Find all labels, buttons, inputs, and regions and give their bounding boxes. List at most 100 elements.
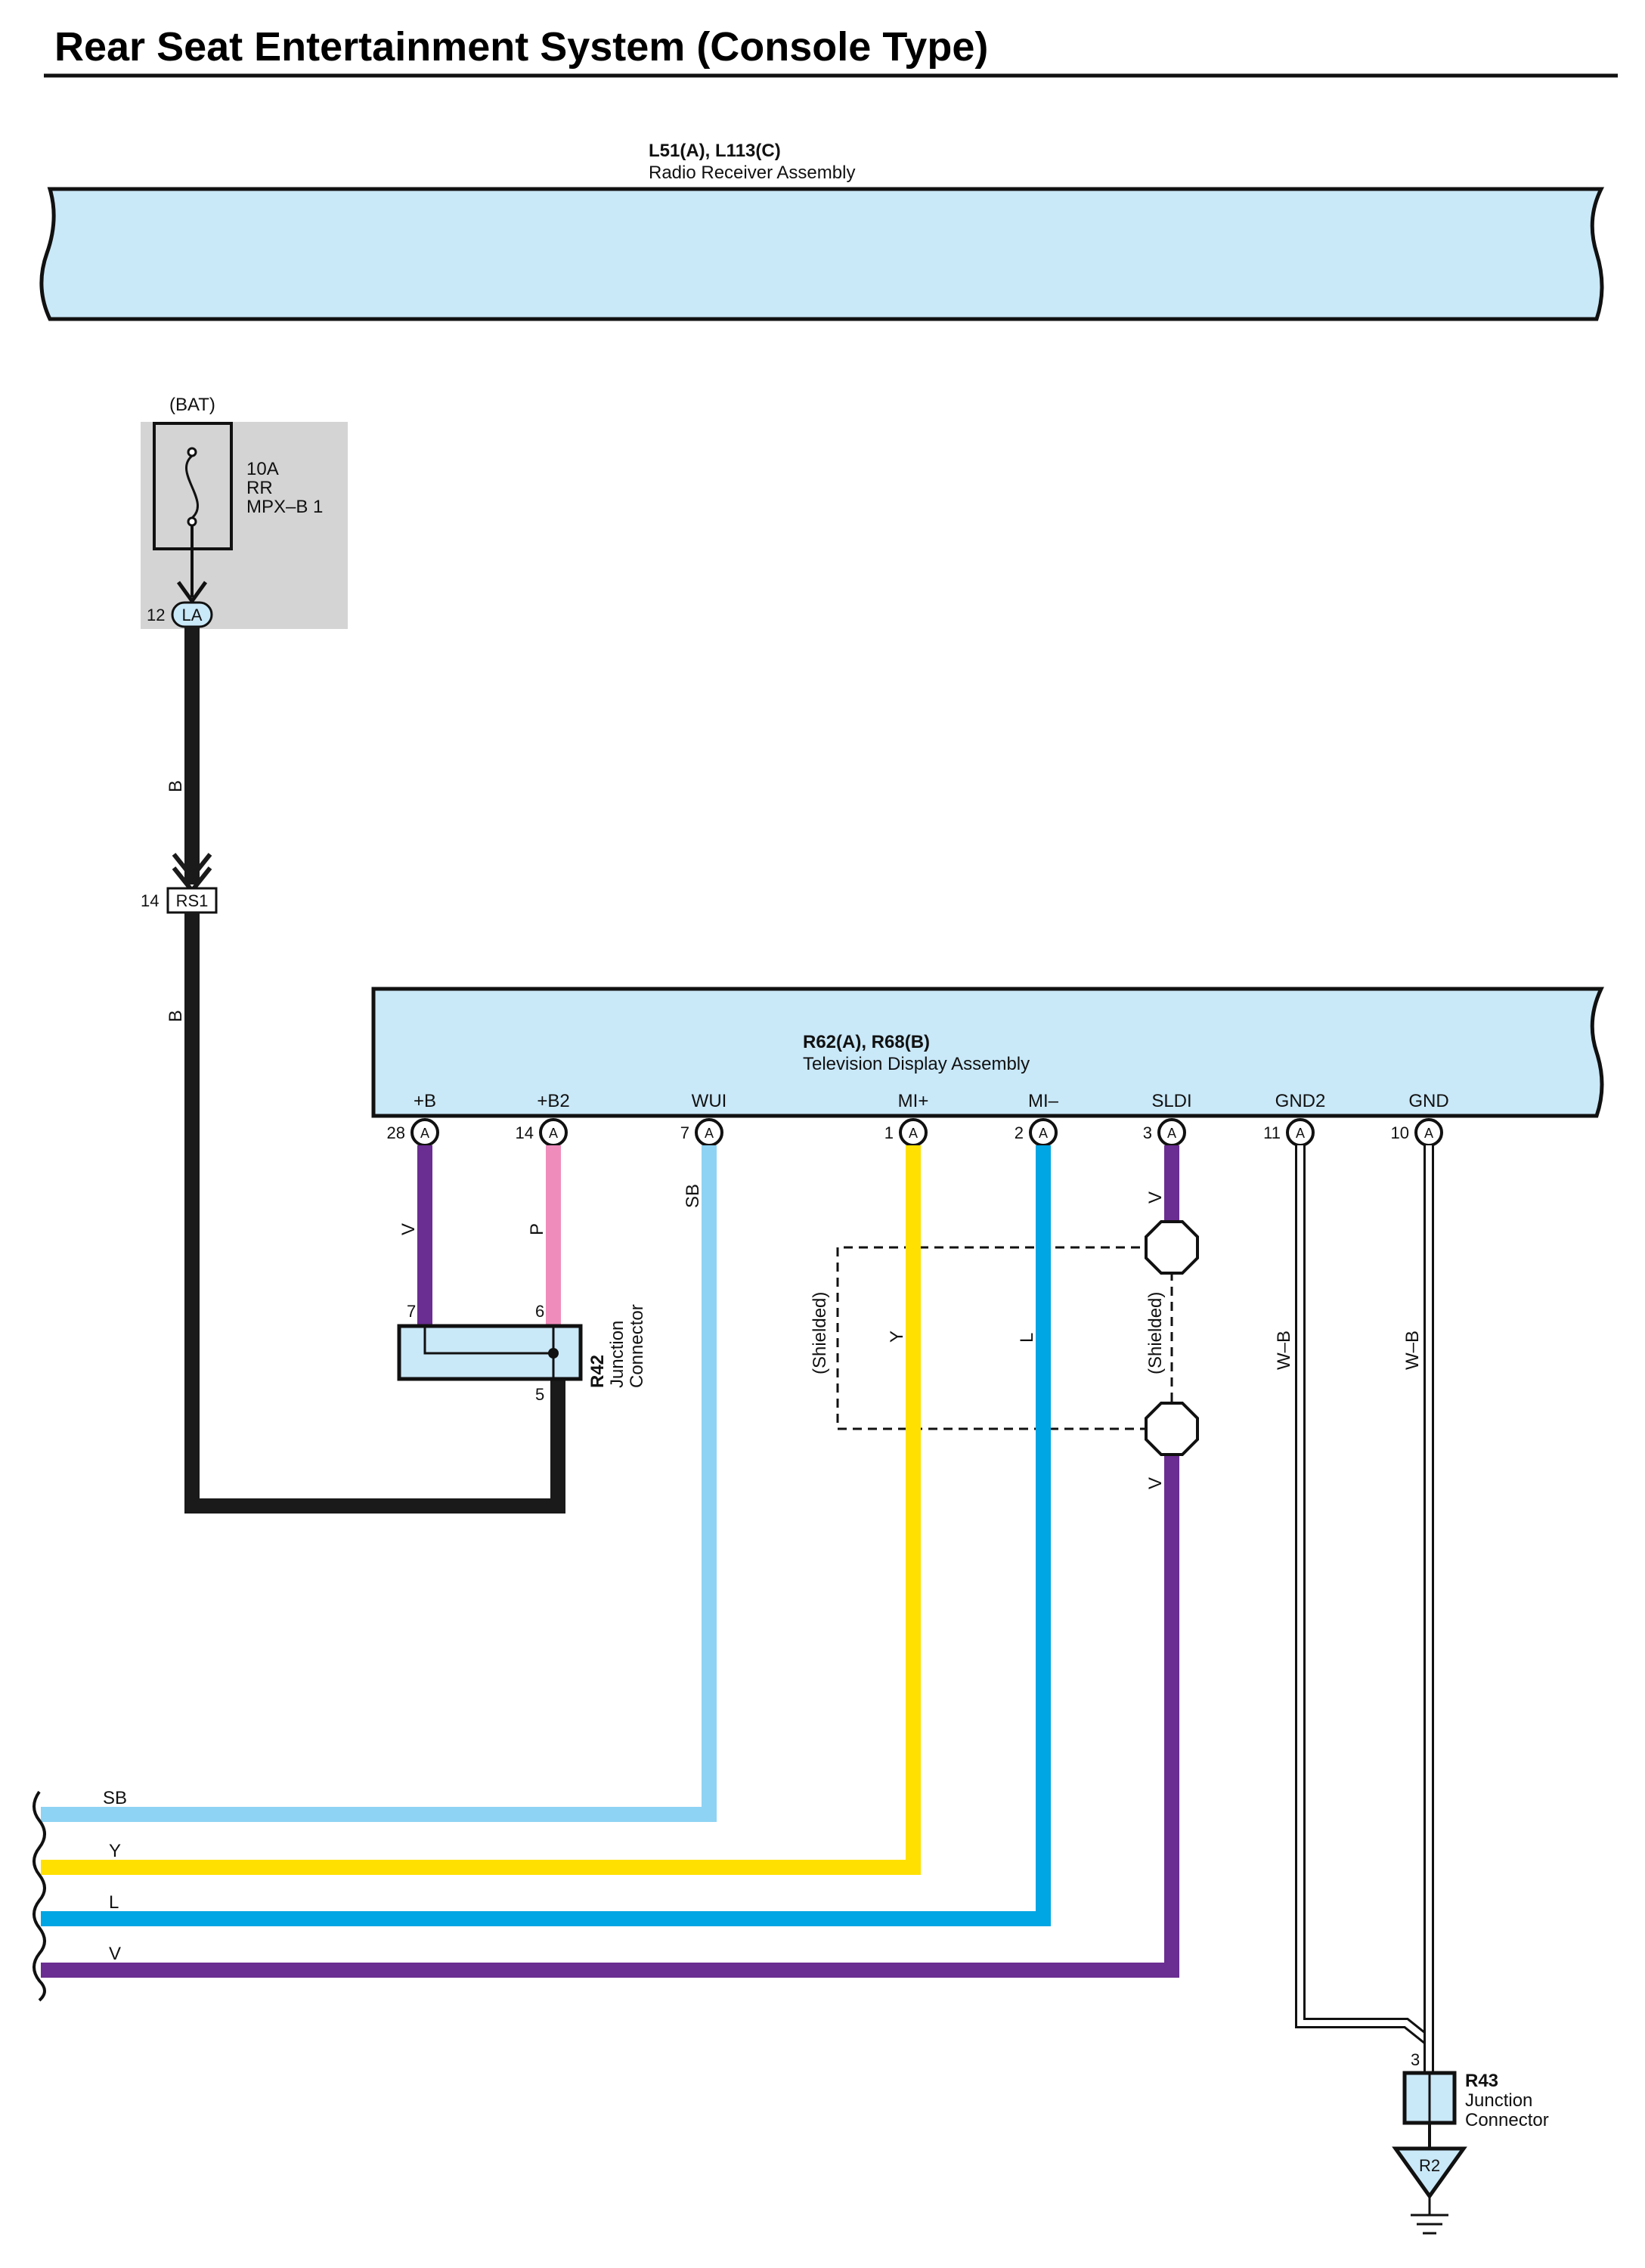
fuse-block: (BAT) 10A RR MPX–B 1 LA 12: [141, 395, 348, 629]
r42-internal-link-v: [423, 1326, 553, 1355]
television-display-assembly: R62(A), R68(B) Television Display Assemb…: [371, 987, 1604, 1118]
r42-code: R42: [587, 1355, 608, 1388]
fuse-arrow-icon: [176, 581, 208, 605]
shield-ground-octagon-top: [1145, 1220, 1199, 1275]
bottom-label-l: L: [109, 1892, 119, 1913]
wire-w-b-gnd2: [1297, 1145, 1431, 2044]
radio-receiver-assembly: L51(A), L113(C) Radio Receiver Assembly: [39, 141, 1605, 321]
wire-l-mi-minus: [41, 1145, 1051, 1926]
tv-code: R62(A), R68(B): [803, 1032, 930, 1052]
r43-junction-connector: 3 R43 Junction Connector: [1402, 2050, 1549, 2149]
terminal-pin-mi-plus: 1: [884, 1123, 894, 1142]
fuse-line2: RR: [246, 478, 273, 498]
radio-name: Radio Receiver Assembly: [649, 163, 855, 183]
fuse-terminal-top: [187, 447, 197, 457]
bottom-wire-labels: SB Y L V: [33, 1788, 127, 2002]
wire-y-mi-plus: [41, 1145, 921, 1875]
terminal-conn-gnd2: A: [1296, 1126, 1305, 1141]
terminal-label-sldi: SLDI: [1151, 1091, 1191, 1111]
wire-b-lower: [184, 912, 565, 1514]
wire-label-sb-wui: SB: [683, 1184, 703, 1208]
wire-label-y-mi: Y: [887, 1331, 907, 1343]
terminal-pin-gnd: 10: [1391, 1123, 1409, 1142]
r42-line2: Connector: [627, 1304, 647, 1388]
terminal-conn-mi-minus: A: [1039, 1126, 1048, 1141]
terminal-pin-gnd2: 11: [1263, 1123, 1281, 1142]
terminal-pin-sldi: 3: [1143, 1123, 1152, 1142]
tv-terminals: +B A 28 +B2 A 14 WUI A 7 MI+ A 1 MI– A 2…: [387, 1091, 1449, 1147]
bottom-label-sb: SB: [103, 1788, 127, 1808]
wire-label-l-mi: L: [1017, 1333, 1037, 1343]
shield-outline-left: [836, 1246, 1170, 1430]
terminal-conn-sldi: A: [1167, 1126, 1176, 1141]
wire-label-b-upper: B: [166, 780, 186, 792]
terminal-conn-gnd: A: [1424, 1126, 1433, 1141]
terminal-label-gnd2: GND2: [1275, 1091, 1326, 1111]
wire-w-b-gnd2-outline: [1295, 1145, 1433, 2046]
wire-b-battery: RS1 14 B B: [141, 627, 565, 1514]
page-title: Rear Seat Entertainment System (Console …: [54, 24, 988, 70]
r42-pin5: 5: [535, 1385, 544, 1404]
wire-sb-wui: [41, 1145, 717, 1822]
terminal-conn-b2: A: [549, 1126, 558, 1141]
terminal-pin-wui: 7: [680, 1123, 689, 1142]
wire-label-wb-gnd: W–B: [1402, 1331, 1423, 1370]
rs1-pin: 14: [141, 891, 159, 910]
wire-label-p-b2: P: [527, 1223, 547, 1235]
r42-pin6: 6: [535, 1302, 544, 1321]
wire-label-v-sldi-lower: V: [1145, 1477, 1166, 1489]
tv-connector-bar: [371, 987, 1604, 1118]
radio-connector-bar: [39, 187, 1605, 321]
shield-label-right: (Shielded): [1145, 1292, 1166, 1374]
r42-line1: Junction: [607, 1321, 627, 1388]
terminal-pin-b2: 14: [516, 1123, 534, 1142]
bottom-label-y: Y: [109, 1841, 121, 1861]
wire-label-v-sldi-upper: V: [1145, 1191, 1166, 1204]
terminal-conn-mi-plus: A: [909, 1126, 918, 1141]
r42-junction-connector: 7 6 5 R42 Junction Connector: [397, 1302, 647, 1404]
terminal-conn-b: A: [420, 1126, 429, 1141]
fuse-source: (BAT): [169, 395, 215, 415]
r43-pin: 3: [1411, 2050, 1420, 2069]
terminal-label-b: +B: [414, 1091, 436, 1111]
fuse-connector-label: LA: [182, 606, 203, 624]
r43-line1: Junction: [1465, 2090, 1532, 2111]
r42-pin7: 7: [407, 1302, 416, 1321]
r43-code: R43: [1465, 2071, 1498, 2091]
terminal-pin-mi-minus: 2: [1015, 1123, 1024, 1142]
fuse-box-background: [141, 422, 348, 629]
terminal-label-wui: WUI: [692, 1091, 727, 1111]
terminal-label-mi-minus: MI–: [1028, 1091, 1059, 1111]
tv-name: Television Display Assembly: [803, 1054, 1030, 1074]
terminal-label-mi-plus: MI+: [898, 1091, 929, 1111]
wire-label-b-lower: B: [166, 1010, 186, 1022]
wire-label-wb-gnd2: W–B: [1274, 1331, 1294, 1370]
shield-ground-octagon-bottom: [1145, 1402, 1199, 1456]
shield-group: (Shielded) (Shielded): [810, 1246, 1173, 1430]
wires-to-r42: V P: [398, 1145, 561, 1327]
wires-w-b: W–B W–B: [1274, 1145, 1434, 2073]
wire-v-sldi-lower: [41, 1455, 1179, 1978]
fuse-icon: [185, 454, 199, 519]
terminal-label-gnd: GND: [1408, 1091, 1448, 1111]
wire-break-icon: [33, 1790, 46, 2002]
bottom-label-v: V: [109, 1944, 121, 1964]
r43-line2: Connector: [1465, 2110, 1549, 2130]
ground-triangle-icon: [1392, 2146, 1467, 2200]
fuse-terminal-bottom: [187, 516, 197, 527]
terminal-pin-b: 28: [387, 1123, 405, 1142]
ground-code: R2: [1419, 2156, 1440, 2175]
shield-label-left: (Shielded): [810, 1292, 830, 1374]
wire-v-sldi: V V: [41, 1145, 1199, 1978]
r42-splice-dot: [548, 1348, 559, 1359]
terminal-label-b2: +B2: [537, 1091, 569, 1111]
radio-code: L51(A), L113(C): [649, 141, 781, 161]
ground-r2: R2: [1392, 2146, 1467, 2235]
terminal-conn-wui: A: [705, 1126, 714, 1141]
rs1-label: RS1: [176, 891, 209, 910]
rs1-connector: [166, 887, 218, 914]
fuse-pin: 12: [147, 606, 165, 624]
wire-label-v-b: V: [398, 1223, 419, 1235]
fuse-rating: 10A: [246, 459, 279, 479]
